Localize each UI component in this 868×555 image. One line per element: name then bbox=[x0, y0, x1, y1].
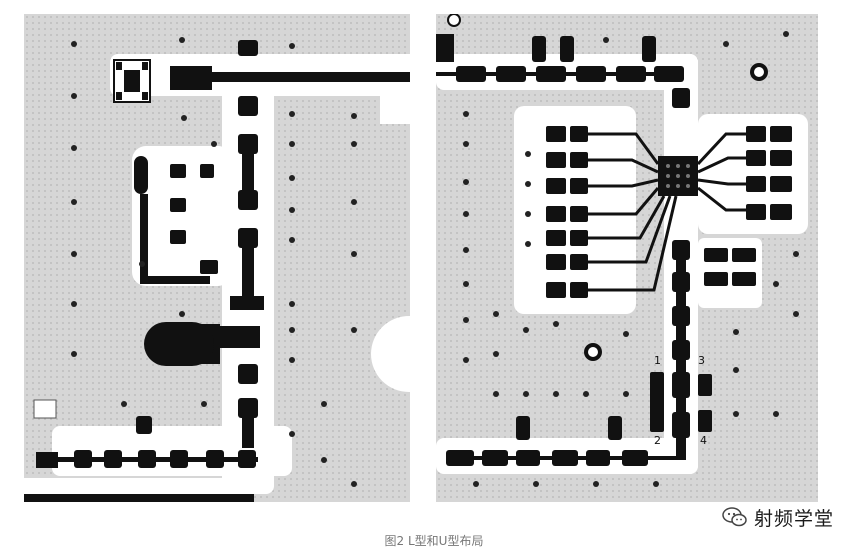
pcb-u-shape-artwork: 1 3 2 4 bbox=[436, 14, 808, 487]
pcb-l-shape-layout bbox=[24, 14, 410, 502]
right-pad-matrix bbox=[704, 126, 792, 286]
wechat-icon bbox=[722, 507, 747, 527]
pin-label: 4 bbox=[700, 434, 707, 447]
watermark: 射频学堂 bbox=[722, 502, 834, 532]
via-array bbox=[71, 37, 357, 487]
bottom-pad-row bbox=[446, 416, 686, 466]
rf-trace-horizontal bbox=[184, 72, 410, 82]
vertical-pad-chain bbox=[650, 88, 712, 458]
loop-components bbox=[134, 156, 218, 284]
pcb-u-shape-layout: 1 3 2 4 bbox=[436, 14, 818, 502]
smd-component bbox=[113, 59, 151, 103]
rf-ic-chip bbox=[658, 156, 698, 196]
pin-label: 3 bbox=[698, 354, 705, 367]
pin-label: 2 bbox=[654, 434, 661, 447]
pcb-l-shape-artwork bbox=[24, 37, 410, 502]
left-pad-matrix bbox=[546, 126, 588, 298]
top-pad-row bbox=[436, 34, 684, 82]
bottom-pad-row bbox=[24, 416, 258, 502]
fan-out-traces bbox=[586, 132, 746, 292]
figure-caption: 图2 L型和U型布局 bbox=[384, 534, 484, 548]
via-array bbox=[463, 31, 799, 487]
pin-label: 1 bbox=[654, 354, 661, 367]
mounting-holes bbox=[447, 14, 768, 361]
vertical-pad-chain bbox=[220, 40, 264, 448]
watermark-text: 射频学堂 bbox=[754, 507, 835, 530]
